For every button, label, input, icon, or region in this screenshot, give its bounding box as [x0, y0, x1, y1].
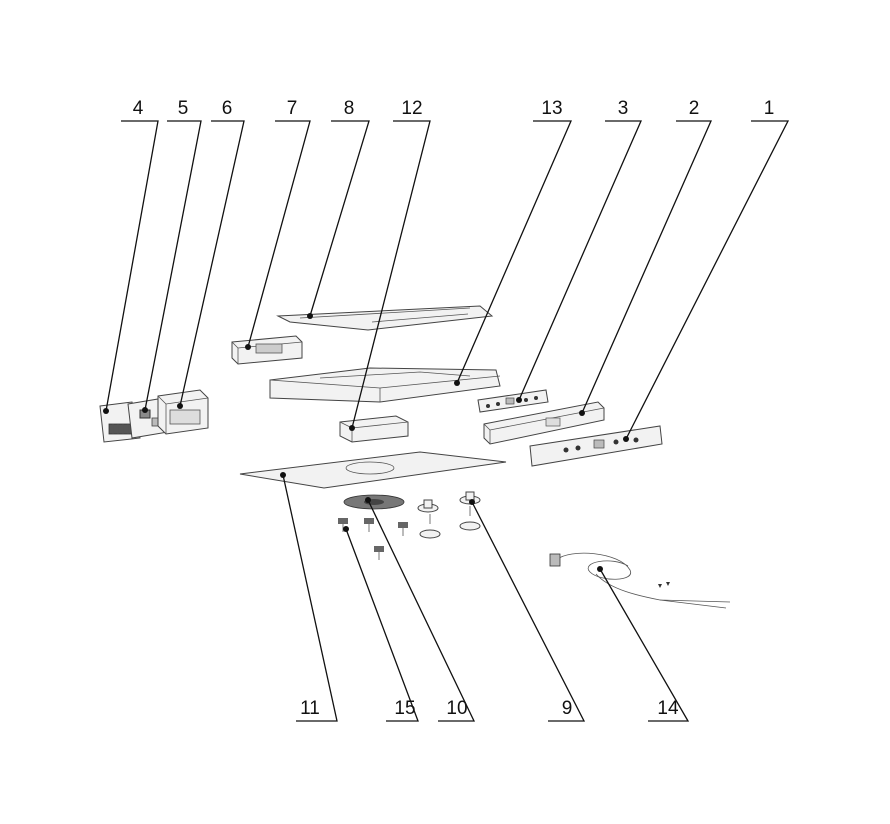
part-8-top-plate: [276, 305, 494, 331]
callout-12: 12: [401, 98, 422, 119]
part-14-power-cord: [549, 552, 731, 609]
part-11-bottom-plate: [239, 451, 507, 489]
callout-6: 6: [222, 98, 233, 119]
callout-9: 9: [562, 698, 573, 719]
callout-10: 10: [446, 698, 467, 719]
callout-labels: 4 5 6 7 8 12 13 3 2 1 11 15 10 9 14: [133, 98, 775, 719]
part-9-feet: [417, 491, 481, 539]
part-1-front-panel: [529, 425, 663, 467]
callout-14: 14: [657, 698, 679, 719]
callout-leaders: [103, 120, 790, 722]
callout-13: 13: [541, 98, 562, 119]
part-7-bracket: [231, 335, 303, 365]
part-10-fan: [343, 494, 405, 510]
callout-3: 3: [618, 98, 629, 119]
part-13-housing: [269, 367, 501, 403]
callout-5: 5: [178, 98, 189, 119]
part-3-display-board: [477, 389, 549, 413]
part-6-power-module: [157, 389, 209, 435]
callout-2: 2: [689, 98, 700, 119]
callout-8: 8: [344, 98, 355, 119]
callout-1: 1: [764, 98, 775, 119]
part-2-front-rail: [483, 401, 605, 445]
callout-4: 4: [133, 98, 144, 119]
callout-7: 7: [287, 98, 298, 119]
part-15-screws: [338, 518, 408, 560]
callout-15: 15: [394, 698, 415, 719]
callout-11: 11: [300, 698, 320, 719]
